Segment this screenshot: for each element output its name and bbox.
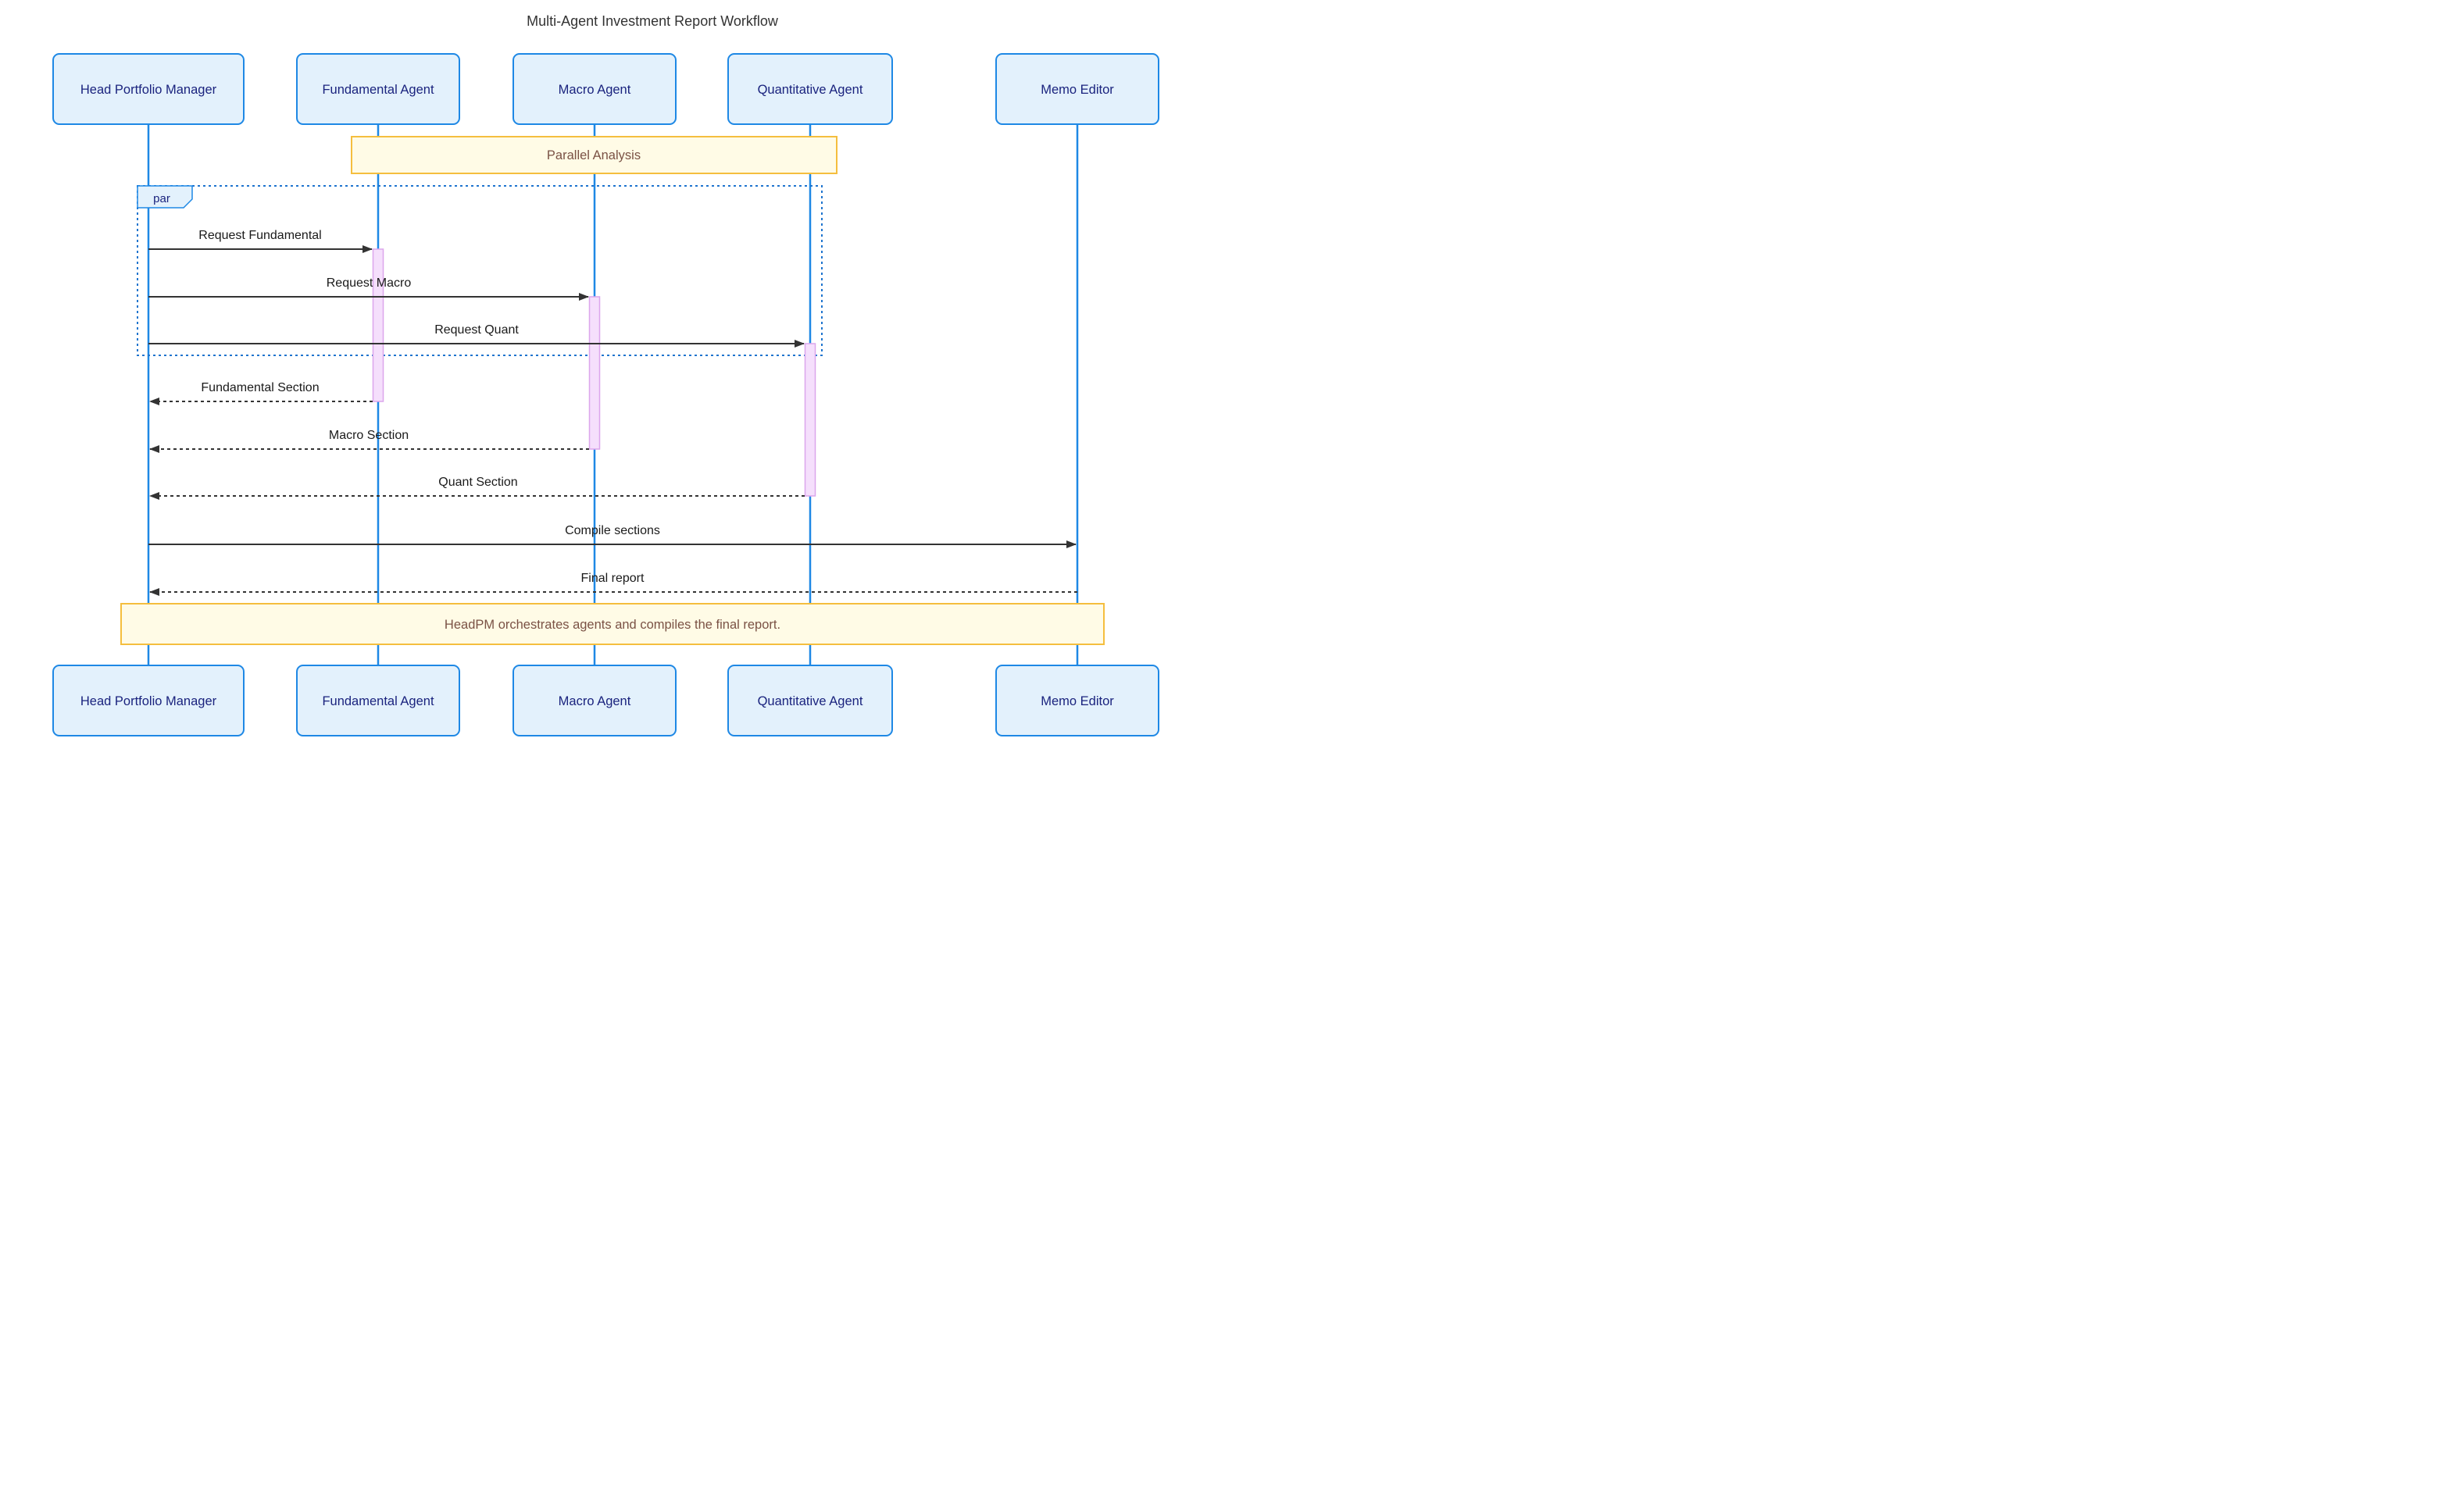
messages: Request Fundamental Request Macro Reques…	[148, 229, 1077, 596]
message-label: Final report	[581, 572, 645, 585]
actor-label: Fundamental Agent	[322, 694, 434, 708]
actor-bottom-quantitative-agent: Quantitative Agent	[727, 665, 893, 736]
actor-label: Memo Editor	[1041, 694, 1114, 708]
message-label: Request Quant	[434, 323, 519, 337]
message-request-macro: Request Macro	[148, 276, 589, 301]
diagram-title: Multi-Agent Investment Report Workflow	[527, 13, 779, 29]
actor-box	[296, 665, 460, 736]
actor-top-quantitative-agent: Quantitative Agent	[727, 53, 893, 125]
actors-top: Head Portfolio Manager Fundamental Agent…	[52, 53, 1159, 125]
message-compile-sections: Compile sections	[148, 524, 1077, 548]
actor-bottom-macro-agent: Macro Agent	[512, 665, 677, 736]
activation-bar-macro	[588, 296, 601, 450]
message-final-report: Final report	[149, 572, 1077, 596]
message-macro-section: Macro Section	[149, 429, 589, 453]
actor-label: Head Portfolio Manager	[80, 83, 217, 97]
message-request-quant: Request Quant	[148, 323, 805, 348]
actor-box	[727, 665, 893, 736]
actor-top-macro-agent: Macro Agent	[512, 53, 677, 125]
sequence-diagram: Multi-Agent Investment Report Workflow p…	[52, 13, 1159, 736]
actor-top-head-portfolio-manager: Head Portfolio Manager	[52, 53, 245, 125]
actor-label: Fundamental Agent	[322, 83, 434, 97]
note-parallel-analysis-text: Parallel Analysis	[547, 148, 641, 162]
par-label: par	[153, 192, 170, 205]
message-label: Compile sections	[565, 524, 660, 537]
message-quant-section: Quant Section	[149, 476, 805, 500]
actor-box	[995, 53, 1159, 125]
note-footer: HeadPM orchestrates agents and compiles …	[120, 603, 1105, 645]
message-label: Quant Section	[438, 476, 517, 489]
note-parallel-analysis: Parallel Analysis	[351, 136, 838, 174]
actor-box	[512, 665, 677, 736]
actor-label: Head Portfolio Manager	[80, 694, 217, 708]
actor-bottom-memo-editor: Memo Editor	[995, 665, 1159, 736]
actor-label: Quantitative Agent	[758, 83, 863, 97]
message-label: Request Fundamental	[198, 229, 321, 242]
activation-bars	[372, 248, 816, 497]
message-fundamental-section: Fundamental Section	[149, 381, 373, 405]
actor-bottom-fundamental-agent: Fundamental Agent	[296, 665, 460, 736]
note-parallel-analysis-box	[351, 136, 838, 174]
actor-box	[52, 665, 245, 736]
actor-label: Macro Agent	[559, 83, 631, 97]
message-label: Fundamental Section	[201, 381, 319, 394]
actor-label: Macro Agent	[559, 694, 631, 708]
actors-bottom: Head Portfolio Manager Fundamental Agent…	[52, 665, 1159, 736]
message-label: Request Macro	[327, 276, 412, 290]
actor-box	[296, 53, 460, 125]
actor-label: Quantitative Agent	[758, 694, 863, 708]
note-footer-text: HeadPM orchestrates agents and compiles …	[445, 618, 780, 632]
activation-bar-fundamental	[372, 248, 384, 402]
actor-top-memo-editor: Memo Editor	[995, 53, 1159, 125]
actor-bottom-head-portfolio-manager: Head Portfolio Manager	[52, 665, 245, 736]
actor-top-fundamental-agent: Fundamental Agent	[296, 53, 460, 125]
actor-box	[52, 53, 245, 125]
actor-box	[727, 53, 893, 125]
actor-label: Memo Editor	[1041, 83, 1114, 97]
message-request-fundamental: Request Fundamental	[148, 229, 373, 253]
message-label: Macro Section	[329, 429, 409, 442]
actor-box	[995, 665, 1159, 736]
activation-bar-quantitative	[804, 343, 816, 497]
actor-box	[512, 53, 677, 125]
par-block: par	[137, 185, 823, 356]
note-footer-box	[120, 603, 1105, 645]
par-label-tab	[137, 185, 193, 209]
